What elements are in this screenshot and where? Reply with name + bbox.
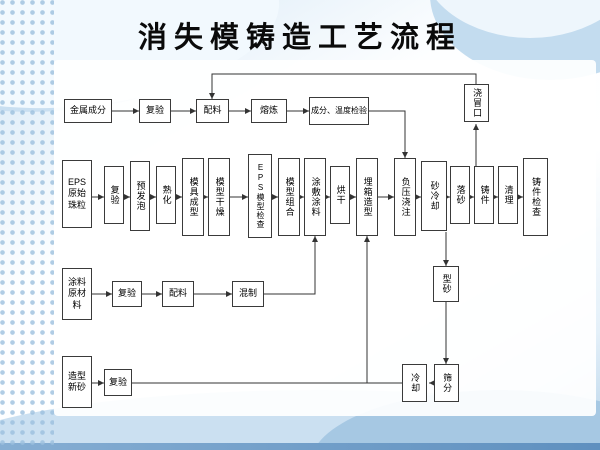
background-bottom-strip bbox=[0, 443, 600, 450]
node-coating-raw-material: 涂料原材料 bbox=[62, 268, 92, 320]
node-vacuum-pouring: 负压浇注 bbox=[394, 158, 416, 236]
node-composition-temperature-check: 成分、温度检验 bbox=[309, 97, 369, 125]
node-baking: 烘干 bbox=[330, 166, 350, 224]
node-flask-molding: 埋箱造型 bbox=[356, 158, 378, 236]
node-new-molding-sand: 造型新砂 bbox=[62, 356, 92, 408]
node-mixing: 混制 bbox=[232, 281, 264, 307]
node-eps-raw-beads: EPS原始珠粒 bbox=[62, 160, 92, 228]
node-coating-reinspection: 复验 bbox=[112, 281, 142, 307]
node-model-drying: 模型干燥 bbox=[208, 158, 230, 236]
node-shakeout: 落砂 bbox=[450, 166, 470, 224]
node-melting: 熔炼 bbox=[251, 99, 287, 123]
node-gating-riser: 浇冒口 bbox=[464, 84, 489, 122]
node-metal-composition: 金属成分 bbox=[64, 99, 112, 123]
node-eps-reinspection: 复验 bbox=[104, 166, 124, 224]
node-casting: 铸件 bbox=[474, 166, 494, 224]
node-casting-inspection: 铸件检查 bbox=[523, 158, 548, 236]
node-coating-application: 涂敷涂料 bbox=[304, 158, 326, 236]
node-sand-cooling: 砂冷却 bbox=[421, 161, 447, 231]
node-pre-foaming: 预发泡 bbox=[130, 161, 150, 231]
dot-pattern-left bbox=[0, 0, 54, 450]
node-mold-forming: 模具成型 bbox=[182, 158, 204, 236]
node-cleaning: 清理 bbox=[498, 166, 518, 224]
node-eps-model-check: EPS模型检查 bbox=[248, 154, 272, 238]
node-coating-batching: 配料 bbox=[162, 281, 194, 307]
node-screening: 筛分 bbox=[434, 364, 459, 402]
node-new-sand-reinspection: 复验 bbox=[104, 369, 132, 396]
node-sand-recycle-cooling: 冷却 bbox=[402, 364, 427, 402]
node-metal-batching: 配料 bbox=[196, 99, 229, 123]
node-model-assembly: 模型组合 bbox=[278, 158, 300, 236]
node-metal-reinspection: 复验 bbox=[139, 99, 171, 123]
node-curing: 熟化 bbox=[156, 166, 176, 224]
slide-title: 消失模铸造工艺流程 bbox=[137, 22, 462, 54]
node-molding-sand: 型砂 bbox=[433, 266, 459, 302]
